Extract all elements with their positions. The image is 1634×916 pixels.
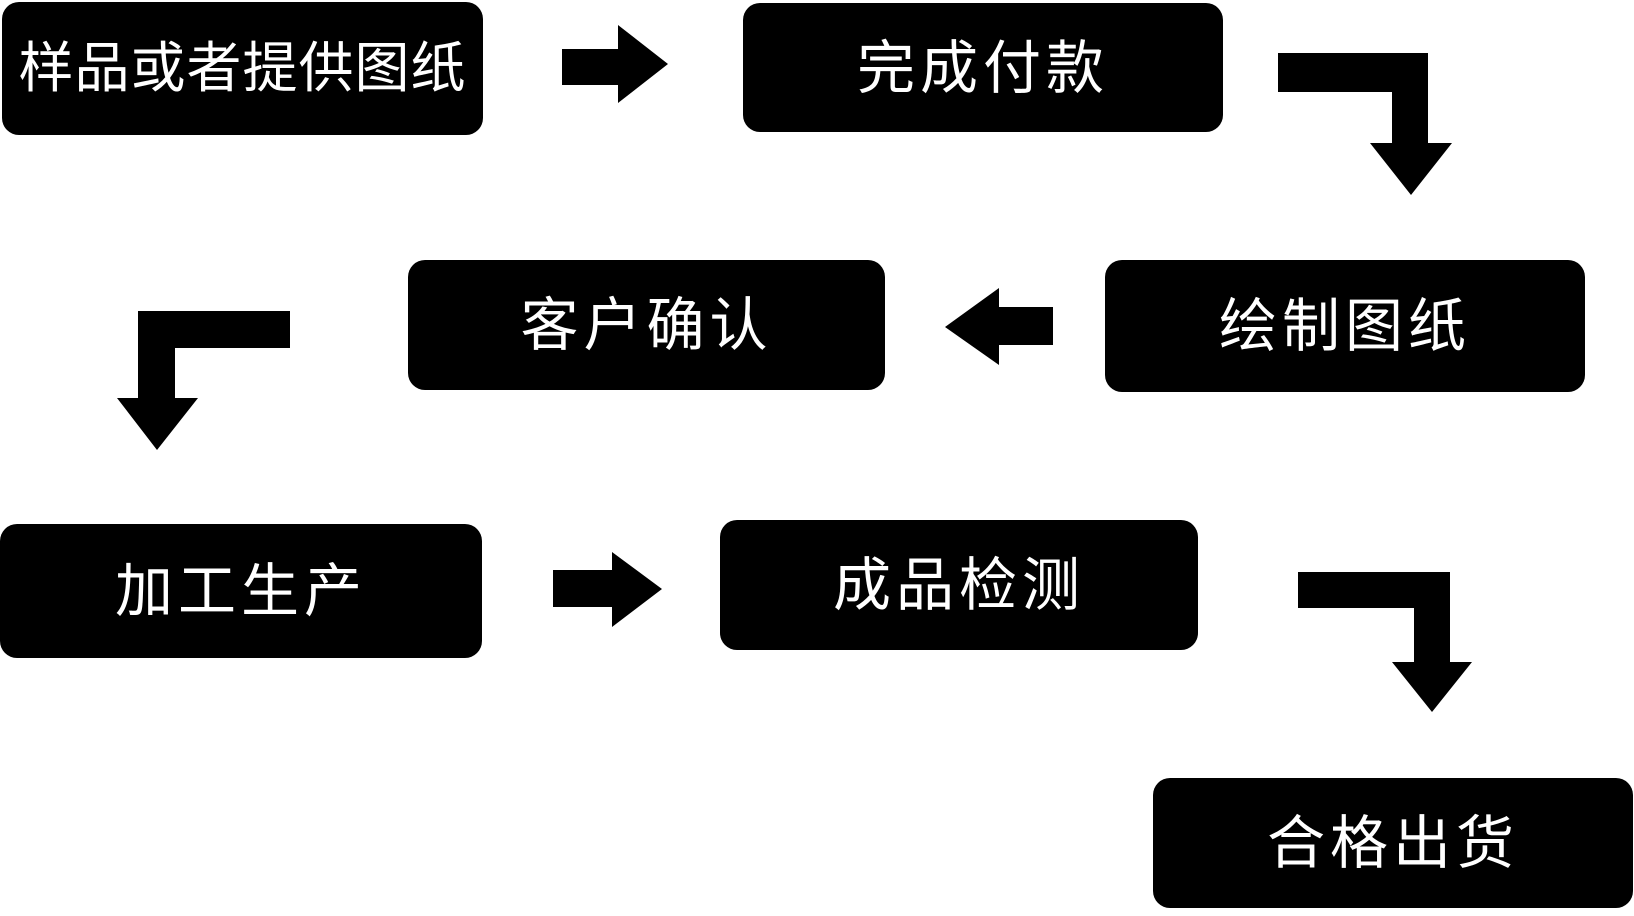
- arrow-production-to-inspection-icon: [553, 552, 662, 627]
- arrow-drawing-to-confirm-icon: [945, 288, 1053, 365]
- arrow-inspection-to-shipment-icon: [1298, 572, 1472, 712]
- flow-node-label: 样品或者提供图纸: [18, 36, 467, 100]
- arrow-payment-to-drawing-icon: [1278, 53, 1452, 195]
- flow-node-label: 客户确认: [520, 291, 773, 359]
- flow-node-draw-drawings: 绘制图纸: [1105, 260, 1585, 392]
- flow-node-label: 合格出货: [1266, 809, 1519, 877]
- flow-node-inspection: 成品检测: [720, 520, 1198, 650]
- flow-node-label: 加工生产: [114, 557, 367, 625]
- flow-node-production: 加工生产: [0, 524, 482, 658]
- flow-node-customer-confirm: 客户确认: [408, 260, 885, 390]
- flow-node-label: 绘制图纸: [1218, 292, 1471, 360]
- flow-node-payment: 完成付款: [743, 3, 1223, 132]
- flow-node-sample-or-drawings: 样品或者提供图纸: [2, 2, 483, 135]
- flow-node-label: 成品检测: [832, 551, 1085, 619]
- arrow-sample-to-payment-icon: [562, 25, 668, 103]
- flow-node-shipment: 合格出货: [1153, 778, 1633, 908]
- arrow-confirm-to-production-icon: [117, 311, 290, 450]
- flow-node-label: 完成付款: [856, 33, 1109, 102]
